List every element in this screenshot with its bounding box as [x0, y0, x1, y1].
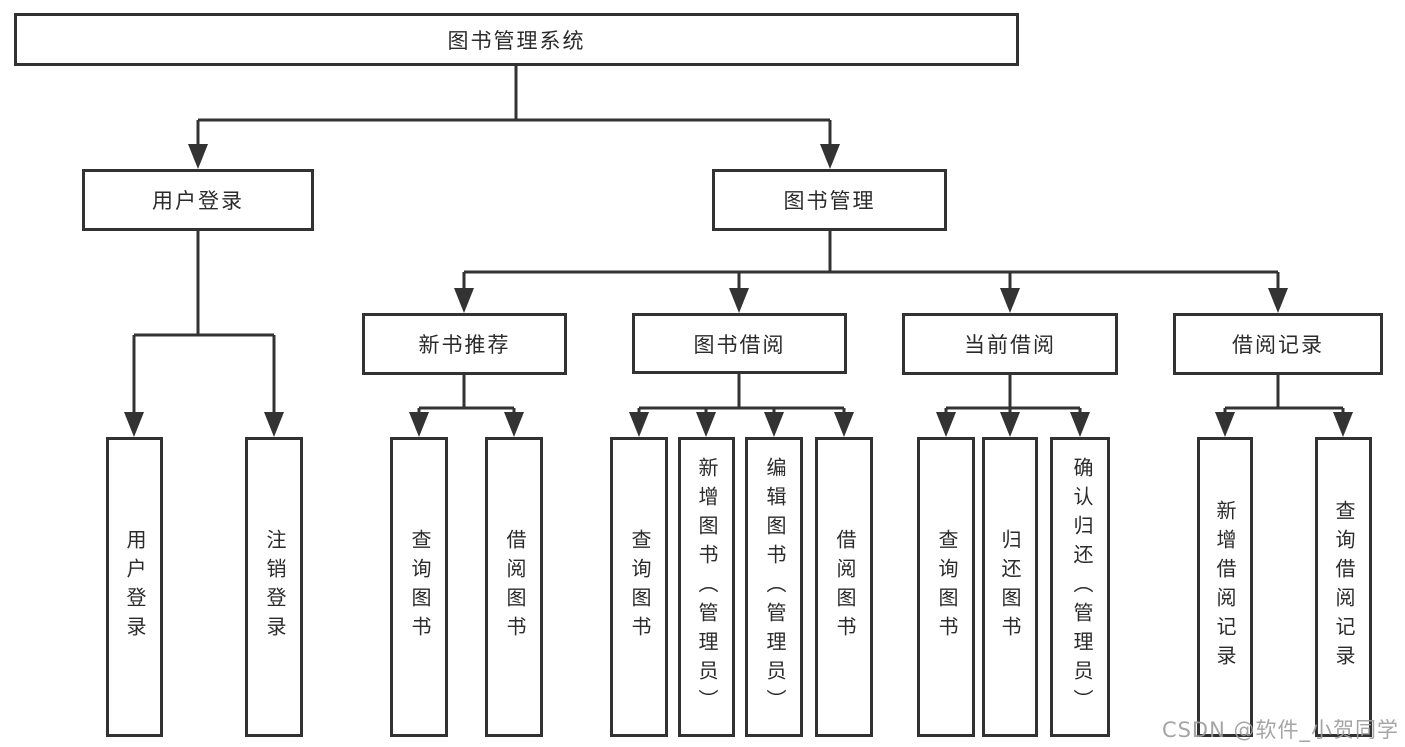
node-leaf-borrow-book-1: 借阅图书 — [485, 437, 543, 737]
node-book-borrow: 图书借阅 — [632, 313, 847, 374]
node-leaf-add-book: 新增图书（管理员） — [678, 437, 735, 737]
node-leaf-query-record: 查询借阅记录 — [1315, 437, 1372, 737]
node-leaf-confirm-return: 确认归还（管理员） — [1050, 437, 1110, 737]
node-user-login: 用户登录 — [82, 169, 314, 231]
node-leaf-return-book: 归还图书 — [982, 437, 1038, 737]
node-leaf-edit-book: 编辑图书（管理员） — [745, 437, 803, 737]
node-root: 图书管理系统 — [14, 13, 1019, 66]
csdn-watermark: CSDN @软件_小贺同学 — [1161, 718, 1399, 742]
node-leaf-query-book-2: 查询图书 — [610, 437, 668, 737]
node-current-borrow: 当前借阅 — [902, 313, 1118, 375]
node-leaf-query-book-3: 查询图书 — [917, 437, 975, 737]
node-leaf-borrow-book-2: 借阅图书 — [815, 437, 873, 737]
node-leaf-user-login: 用户登录 — [106, 437, 163, 737]
node-leaf-add-record: 新增借阅记录 — [1197, 437, 1253, 737]
node-leaf-logout: 注销登录 — [245, 437, 303, 737]
node-book-mgmt: 图书管理 — [712, 169, 947, 231]
node-leaf-query-book-1: 查询图书 — [390, 437, 448, 737]
node-borrow-records: 借阅记录 — [1173, 313, 1383, 375]
node-new-recommend: 新书推荐 — [362, 313, 567, 375]
